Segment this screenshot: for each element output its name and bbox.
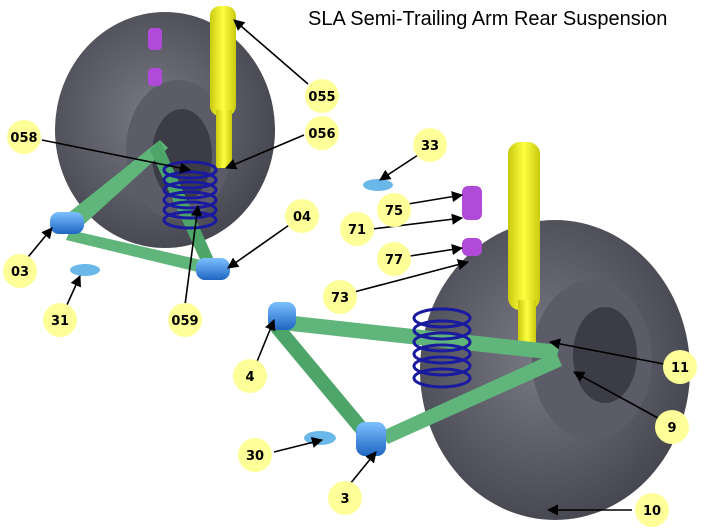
left-bushing-front: [50, 212, 84, 234]
callout-30: 30: [238, 438, 272, 472]
callout-3: 3: [328, 481, 362, 515]
callout-03: 03: [3, 254, 37, 288]
callout-9: 9: [655, 410, 689, 444]
callout-73: 73: [323, 280, 357, 314]
callout-11-label: 11: [671, 361, 689, 376]
callout-9-label: 9: [667, 421, 676, 436]
left-wheel-assembly: [50, 6, 275, 280]
left-trailing-arm: [62, 140, 168, 228]
right-tire-hub: [573, 307, 637, 403]
callout-058: 058: [7, 120, 41, 154]
callout-75-label: 75: [385, 204, 403, 219]
callout-10: 10: [635, 493, 669, 527]
right-mount-upper: [363, 179, 393, 191]
callout-055-label: 055: [308, 90, 335, 105]
callout-4: 4: [233, 359, 267, 393]
callout-058-label: 058: [10, 131, 37, 146]
callout-059: 059: [168, 303, 202, 337]
left-shock-upper: [210, 6, 236, 116]
right-shock-rod: [518, 300, 536, 344]
left-bushing-rear: [196, 258, 230, 280]
right-coil-spring: [412, 307, 472, 389]
callout-04: 04: [285, 199, 319, 233]
left-shock-rod: [216, 110, 232, 168]
callout-31-label: 31: [51, 314, 69, 329]
callout-77-label: 77: [385, 253, 403, 268]
callout-73-label: 73: [331, 291, 349, 306]
left-bumpstop-lower: [148, 68, 162, 86]
right-trailing-arm-diagonal: [380, 352, 562, 444]
callout-33: 33: [413, 128, 447, 162]
callout-11: 11: [663, 350, 697, 384]
left-bumpstop-upper: [148, 28, 162, 50]
callout-10-label: 10: [643, 504, 661, 519]
diagram-title: SLA Semi-Trailing Arm Rear Suspension: [308, 8, 668, 30]
right-shock-upper: [508, 142, 540, 310]
callout-71: 71: [340, 212, 374, 246]
leader-lines: [23, 19, 665, 516]
right-bushing-rear: [356, 422, 386, 456]
callout-3-label: 3: [340, 492, 349, 507]
callout-056: 056: [305, 116, 339, 150]
callout-03-label: 03: [11, 265, 29, 280]
callout-77: 77: [377, 242, 411, 276]
callout-056-label: 056: [308, 127, 335, 142]
right-wheel-assembly: [268, 142, 690, 520]
callout-75: 75: [377, 193, 411, 227]
right-bumpstop-lower: [462, 238, 482, 256]
callout-71-label: 71: [348, 223, 366, 238]
callout-30-label: 30: [246, 449, 264, 464]
left-trailing-arm-rear: [66, 230, 210, 274]
right-trailing-arm-link: [270, 322, 372, 438]
callout-04-label: 04: [293, 210, 311, 225]
callout-059-label: 059: [171, 314, 198, 329]
callout-4-label: 4: [245, 370, 254, 385]
right-bumpstop-upper: [462, 186, 482, 220]
callouts: 055 056 058 04 03 31 059 33: [3, 79, 697, 527]
callout-31: 31: [43, 303, 77, 337]
callout-055: 055: [305, 79, 339, 113]
callout-33-label: 33: [421, 139, 439, 154]
left-mount: [70, 264, 100, 276]
